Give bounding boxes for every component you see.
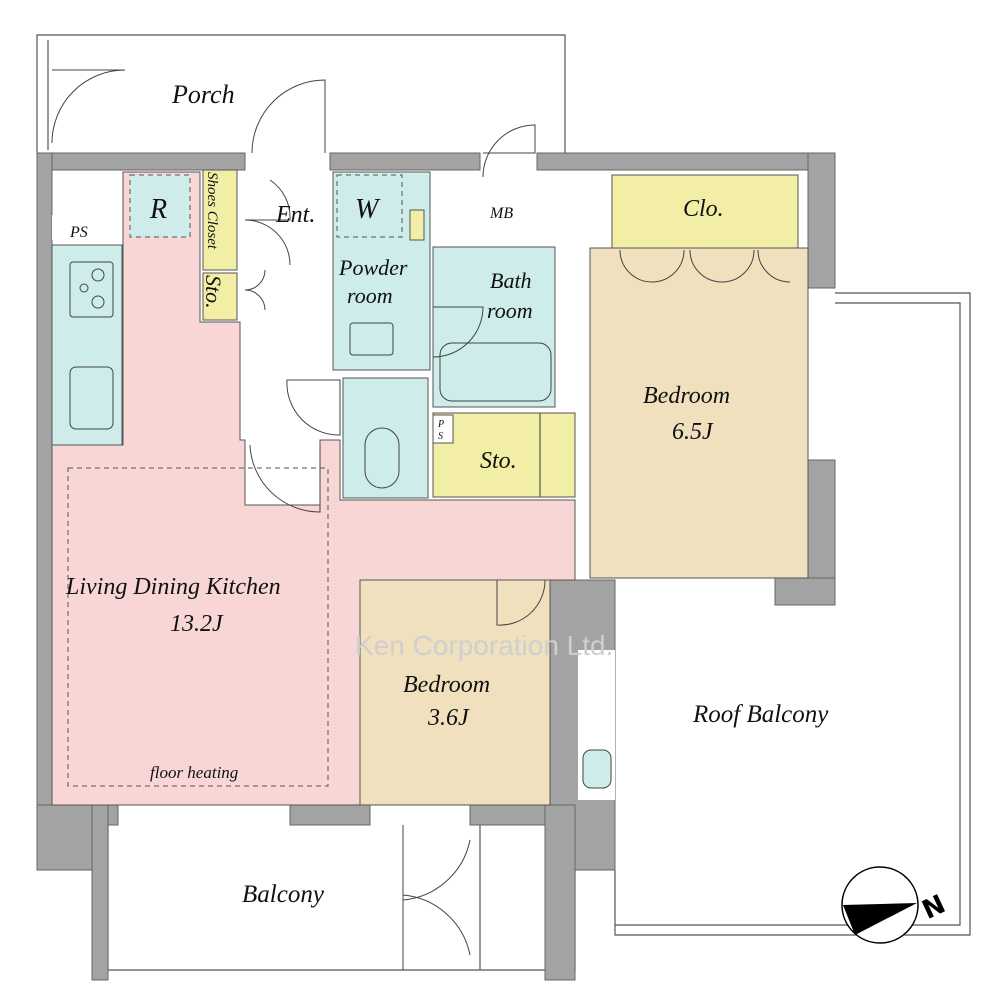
bathtub-icon — [439, 342, 552, 402]
label-porch: Porch — [171, 80, 235, 109]
watermark: Ken Corporation Ltd. — [355, 630, 613, 661]
north-compass-icon: N — [841, 866, 950, 944]
walls — [36, 152, 836, 981]
powder-room — [332, 171, 431, 371]
stove-icon — [69, 261, 114, 318]
label-closet: Clo. — [683, 196, 724, 222]
label-ps: PS — [69, 224, 88, 241]
label-roof-balcony: Roof Balcony — [692, 701, 829, 728]
label-floor-heating: floor heating — [150, 763, 238, 782]
label-washer: W — [355, 194, 381, 225]
floor-heating-area — [67, 467, 329, 787]
label-mb: MB — [489, 205, 513, 222]
toilet-room — [342, 377, 429, 499]
entrance-door-icon — [251, 79, 326, 154]
bath-room — [432, 246, 556, 408]
label-storage: Sto. — [480, 448, 517, 474]
bedroom-large — [589, 247, 809, 579]
porch-door-icon — [51, 69, 126, 144]
label-shoes-closet: Shoes Closet — [204, 172, 220, 250]
label-entrance: Ent. — [275, 202, 315, 228]
balcony-outline — [107, 825, 576, 971]
north-label: N — [918, 890, 950, 926]
shoes-closet — [202, 169, 238, 271]
mb-door-icon — [482, 124, 536, 178]
storage-small — [202, 272, 238, 321]
toilet-icon — [364, 427, 400, 489]
label-storage-small: Sto. — [201, 275, 226, 309]
label-balcony: Balcony — [242, 881, 325, 908]
washbasin-icon — [349, 322, 394, 356]
bedroom-small — [359, 579, 551, 806]
balcony-door-icon — [402, 825, 471, 901]
refrigerator-space — [129, 174, 191, 238]
sink-icon — [69, 366, 114, 430]
porch-area — [36, 34, 566, 178]
storage — [432, 412, 576, 498]
closet — [611, 174, 799, 249]
roof-balcony-outline — [614, 292, 971, 936]
label-refrigerator: R — [149, 194, 167, 225]
outdoor-faucet-icon — [582, 749, 612, 789]
